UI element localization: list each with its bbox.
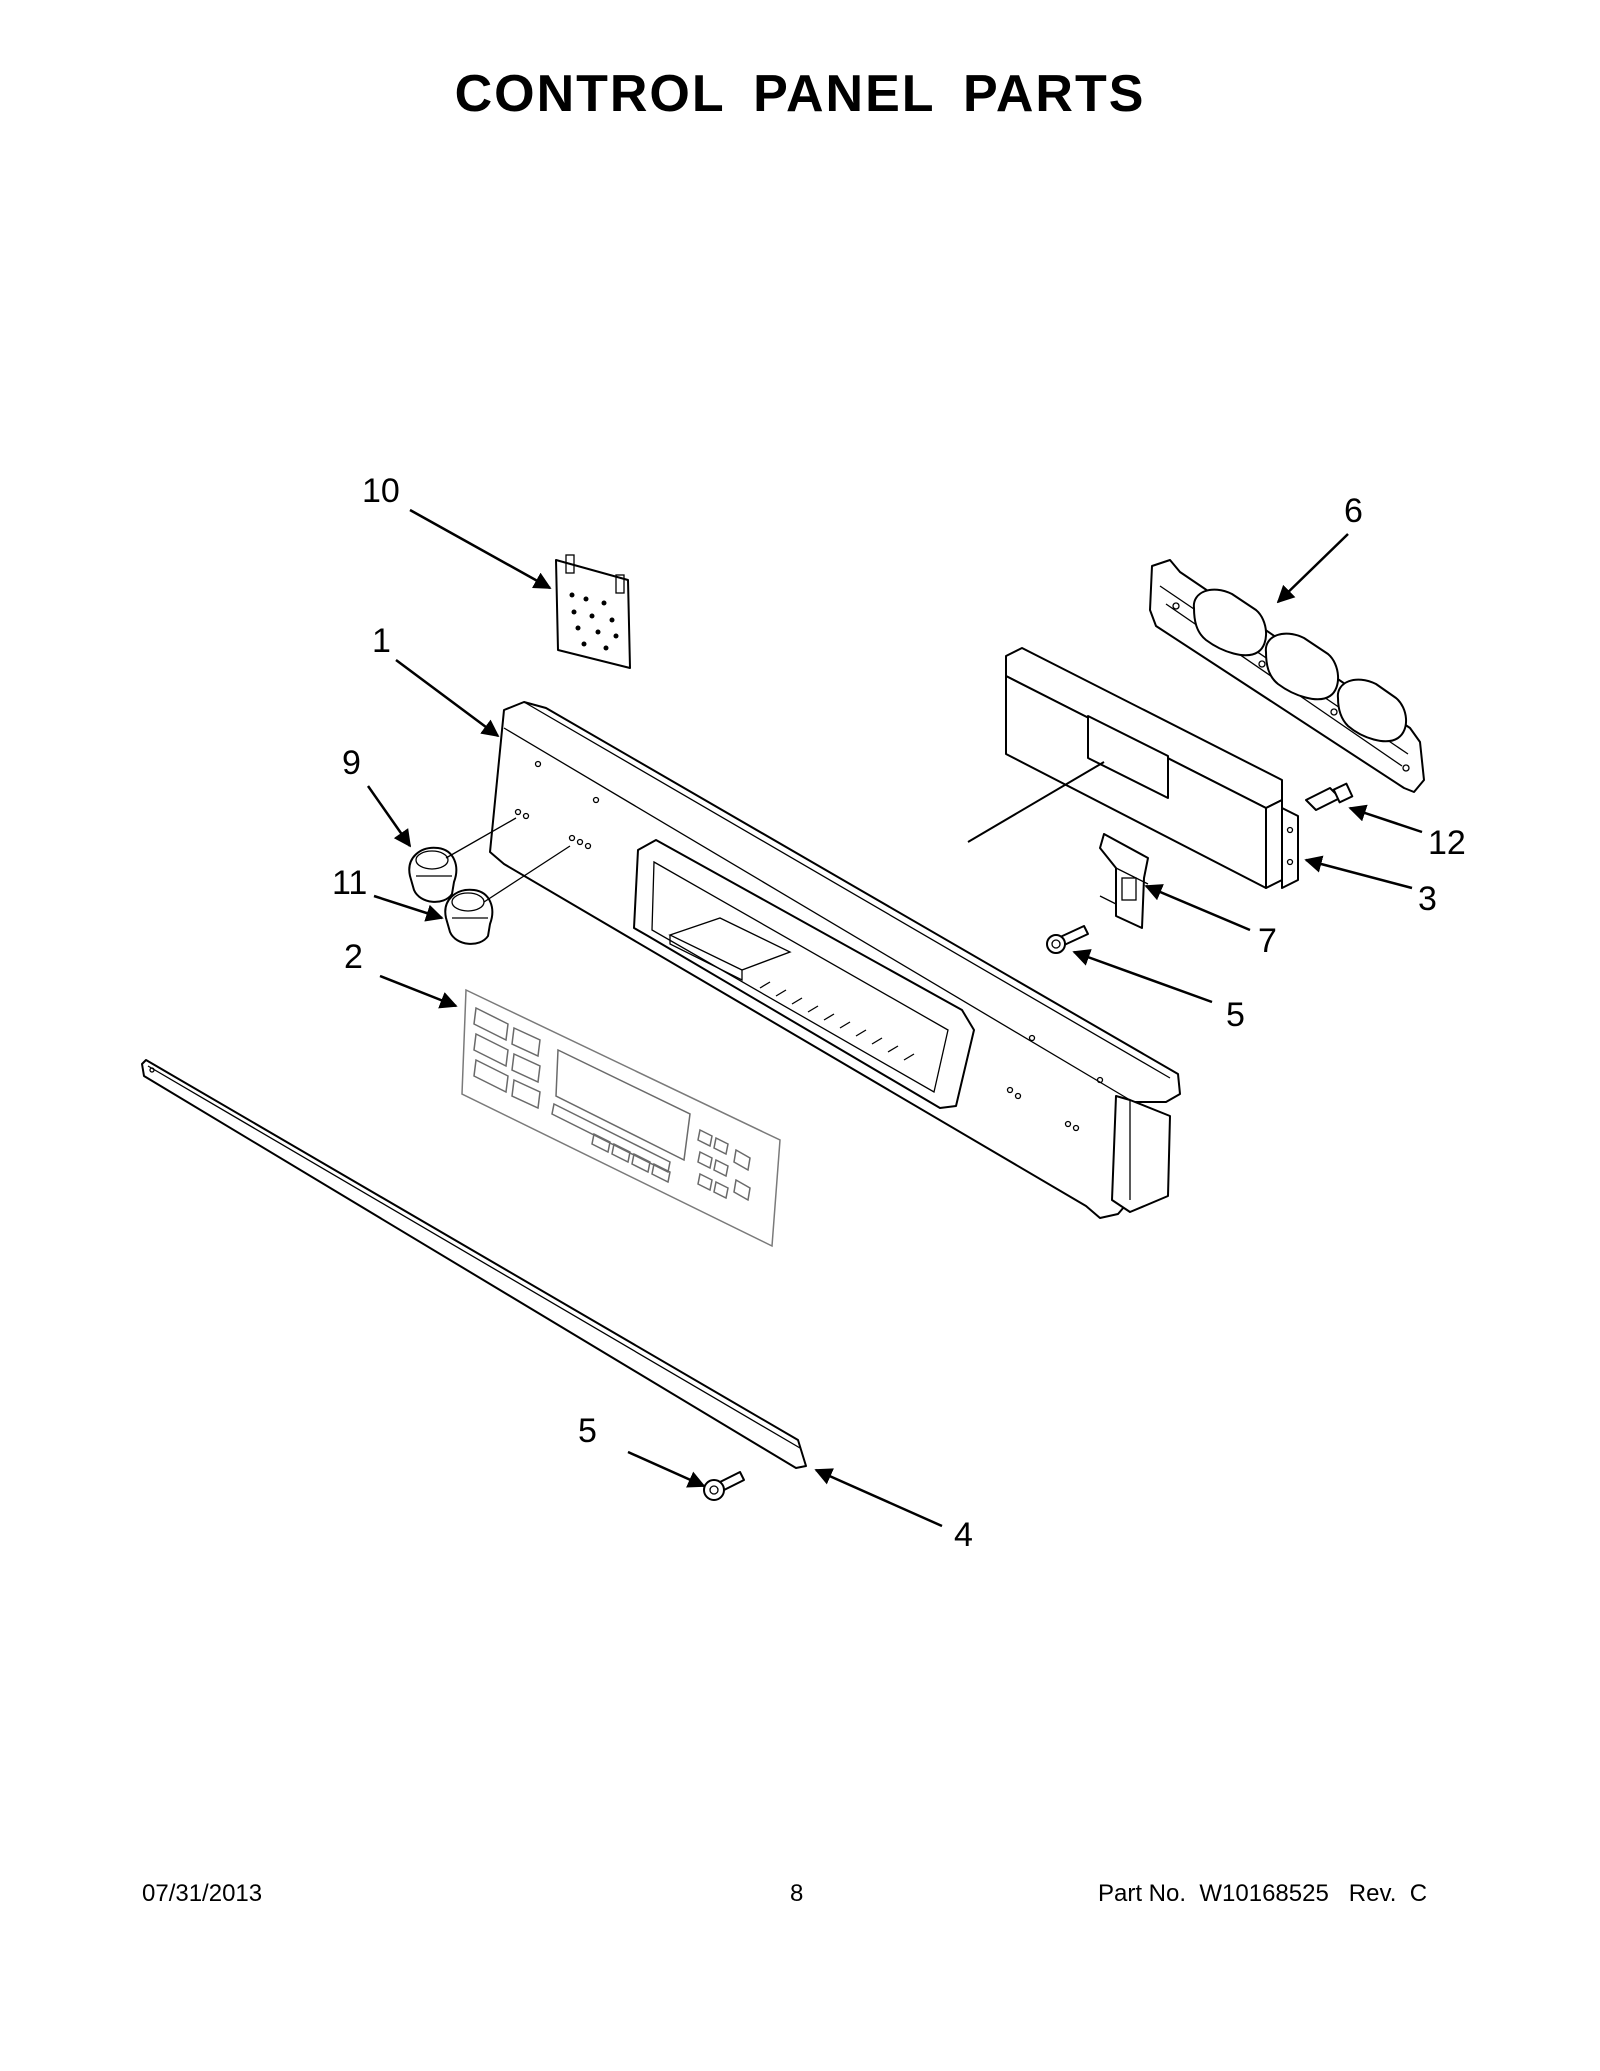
footer-page-number: 8	[790, 1880, 804, 1907]
callout-5-upper: 5	[1226, 996, 1245, 1034]
page-title: CONTROL PANEL PARTS	[454, 65, 1146, 123]
callout-5-lower: 5	[578, 1412, 597, 1450]
callout-4: 4	[954, 1516, 973, 1554]
callout-7: 7	[1258, 922, 1277, 960]
part-7-bracket	[1099, 833, 1149, 929]
part-12-screw	[1305, 782, 1354, 811]
leader-lines	[366, 508, 1423, 1528]
callout-12: 12	[1428, 824, 1466, 862]
callout-9: 9	[342, 744, 361, 782]
callout-10: 10	[362, 472, 400, 510]
callout-3: 3	[1418, 880, 1437, 918]
part-4-trim-strip	[141, 1059, 807, 1469]
part-10-circuit-board	[555, 554, 631, 669]
part-1-control-panel	[489, 701, 1181, 1219]
callout-2: 2	[344, 938, 363, 976]
part-5-screw-lower	[703, 1471, 745, 1501]
callout-11: 11	[332, 864, 367, 902]
part-2-overlay	[461, 988, 781, 1248]
part-11-knob	[444, 888, 494, 945]
footer-part-number: Part No. W10168525 Rev. C	[1098, 1880, 1428, 1907]
part-3-control-housing	[1005, 647, 1299, 889]
part-5-screw-upper	[1046, 925, 1089, 954]
callout-1: 1	[372, 622, 391, 660]
part-9-knob	[408, 846, 458, 903]
part-6-rear-bracket	[1149, 559, 1425, 793]
callout-6: 6	[1344, 492, 1363, 530]
footer-date: 07/31/2013	[142, 1880, 263, 1907]
